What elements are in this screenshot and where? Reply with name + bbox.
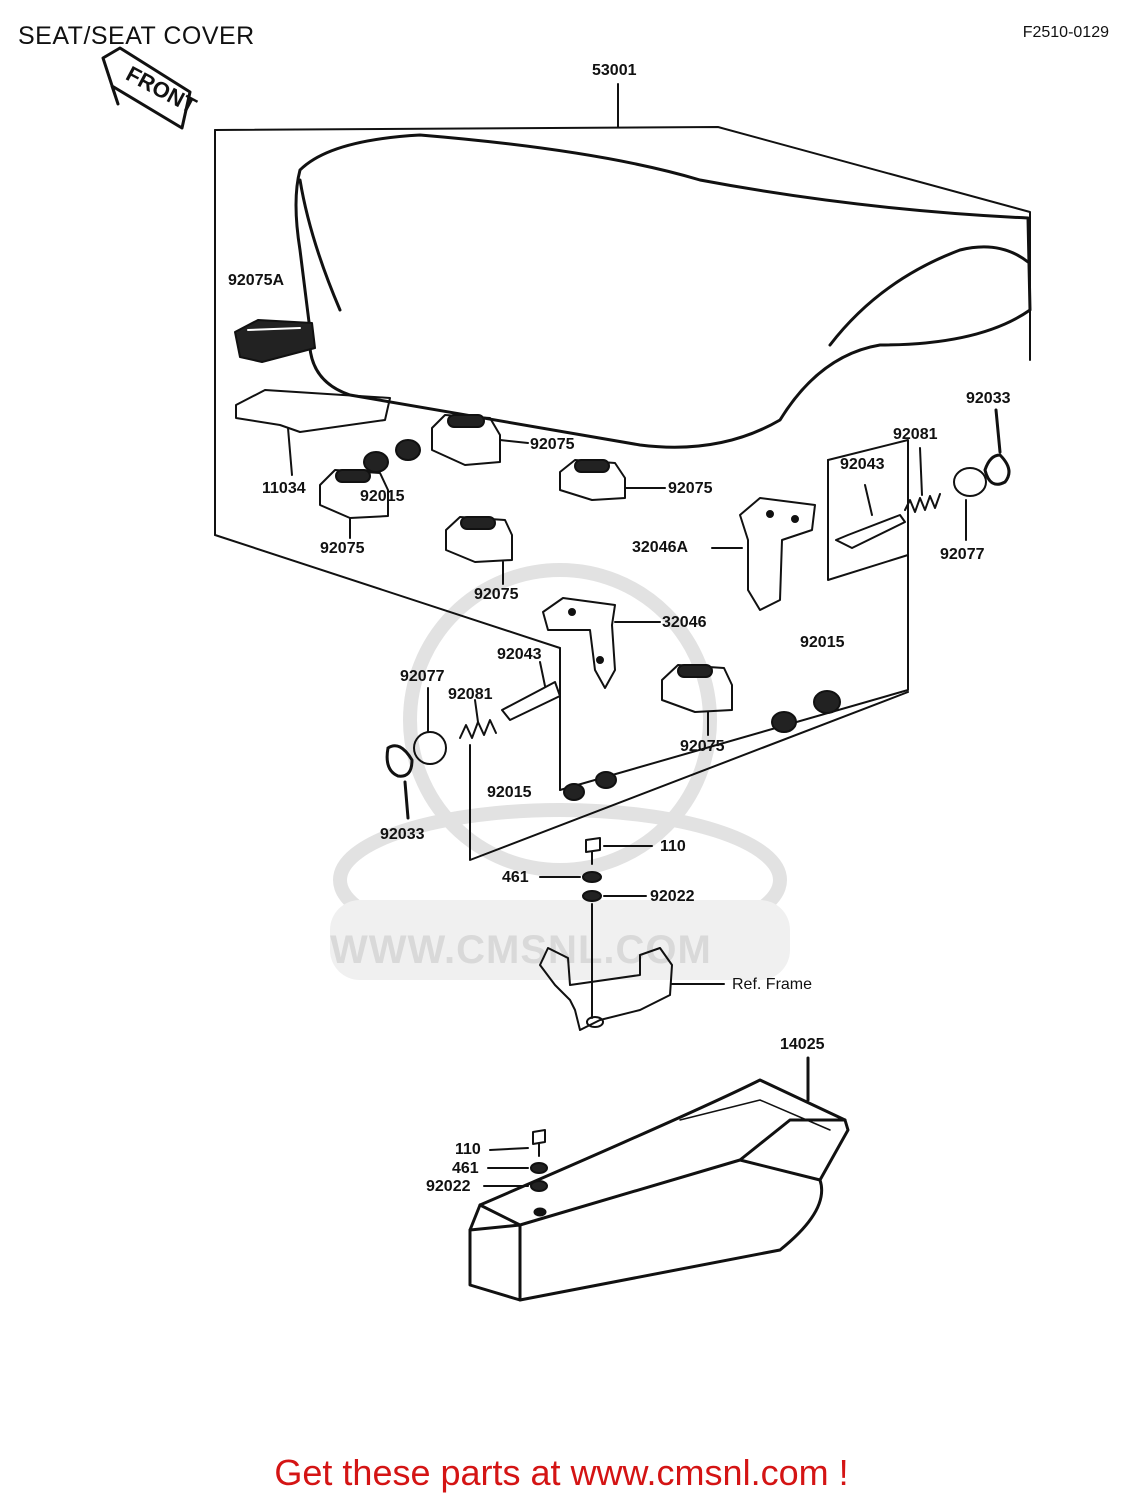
label-32046: 32046: [662, 614, 707, 631]
label-92081-a: 92081: [893, 426, 938, 443]
seat-53001: [294, 133, 1032, 449]
label-92033-a: 92033: [966, 390, 1011, 407]
bolt-92043-a: [835, 484, 906, 549]
bolt-110-b: [489, 1129, 546, 1157]
front-arrow-label: FRONT: [122, 61, 201, 119]
collar-92077-a: [953, 467, 987, 541]
label-461-a: 461: [502, 869, 529, 886]
bolt-110-a: [585, 837, 653, 865]
label-92075-a: 92075: [530, 436, 575, 453]
grommet-92015-group-c: [563, 771, 617, 801]
part-92075A-block: [234, 319, 316, 363]
label-92077-a: 92077: [940, 546, 985, 563]
part-11034-plate: [235, 389, 391, 476]
label-53001: 53001: [592, 62, 637, 79]
seat-cover-14025: [468, 1056, 850, 1302]
label-92015-c: 92015: [487, 784, 532, 801]
page-title: SEAT/SEAT COVER: [18, 22, 255, 50]
label-110-a: 110: [660, 838, 686, 855]
label-92075-e: 92075: [680, 738, 725, 755]
label-92043-b: 92043: [497, 646, 542, 663]
label-461-b: 461: [452, 1160, 479, 1177]
label-92022-b: 92022: [426, 1178, 471, 1195]
bracket-32046: [542, 597, 661, 689]
label-92043-a: 92043: [840, 456, 885, 473]
clip-92033-a: [983, 408, 1011, 486]
label-92033-b: 92033: [380, 826, 425, 843]
rubber-block-92075-a: [431, 414, 529, 466]
label-ref-frame: Ref. Frame: [732, 976, 813, 993]
spring-92081-a: [904, 447, 941, 513]
rubber-block-92075-c: [319, 469, 389, 539]
label-14025: 14025: [780, 1036, 825, 1053]
spring-92081-b: [459, 699, 497, 739]
diagram-code: F2510-0129: [1022, 24, 1109, 41]
label-11034: 11034: [262, 480, 306, 497]
rubber-block-92075-d: [445, 516, 513, 585]
label-92075A: 92075A: [228, 272, 285, 289]
bracket-32046A: [711, 497, 816, 611]
label-92015-a: 92015: [360, 488, 405, 505]
grommet-92015-group-a: [363, 439, 421, 473]
rubber-block-92075-b: [559, 459, 666, 501]
label-92015-b: 92015: [800, 634, 845, 651]
collar-92077-b: [413, 687, 447, 765]
label-92075-b: 92075: [668, 480, 713, 497]
rubber-block-92075-e: [661, 664, 733, 736]
clip-92033-b: [385, 744, 414, 820]
label-92075-d: 92075: [474, 586, 519, 603]
washer-92022-a: [582, 890, 647, 902]
label-92077-b: 92077: [400, 668, 445, 685]
watermark-text: WWW.CMSNL.COM: [330, 928, 712, 972]
washer-461-b: [487, 1162, 548, 1174]
promo-link-text[interactable]: Get these parts at www.cmsnl.com !: [274, 1452, 849, 1493]
washer-461-a: [539, 871, 602, 883]
label-92075-c: 92075: [320, 540, 365, 557]
frame-mount-bracket: [539, 903, 725, 1031]
bolt-92043-b: [501, 661, 561, 721]
label-92081-b: 92081: [448, 686, 493, 703]
front-arrow-icon: FRONT: [101, 46, 201, 130]
label-92022-a: 92022: [650, 888, 695, 905]
label-32046A: 32046A: [632, 539, 689, 556]
label-110-b: 110: [455, 1141, 481, 1158]
washer-92022-b: [483, 1180, 548, 1192]
grommet-92015-group-b: [771, 690, 841, 733]
